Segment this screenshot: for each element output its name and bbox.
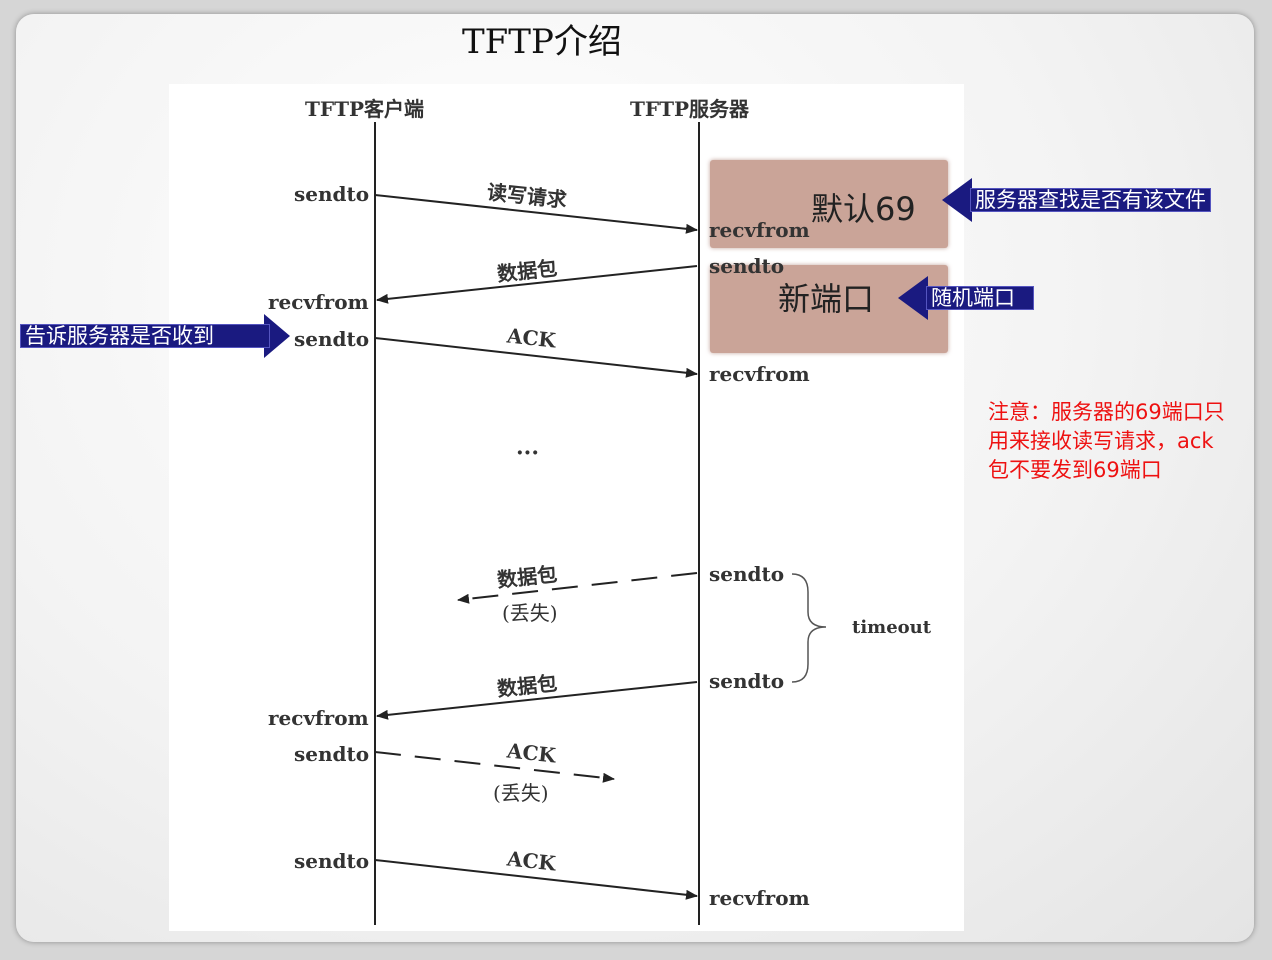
default-port-box <box>710 160 948 248</box>
random-port-callout: 随机端口 <box>926 286 1034 310</box>
default-port-text: 默认69 <box>811 190 916 228</box>
ellipsis: ··· <box>516 440 539 466</box>
ack-final-arrow <box>374 859 698 900</box>
server-sendto-label: sendto <box>709 254 785 278</box>
server-sendto-label: sendto <box>709 669 785 693</box>
client-recvfrom-label: recvfrom <box>268 706 369 730</box>
server-sendto-label: sendto <box>709 562 785 586</box>
client-sendto-label: sendto <box>294 182 370 206</box>
ack-lost-arrow <box>374 751 615 783</box>
server-header: TFTP服务器 <box>630 97 750 121</box>
server-check-callout: 服务器查找是否有该文件 <box>970 188 1211 212</box>
ack-label: ACK <box>505 323 557 353</box>
ack-label: ACK <box>505 846 557 876</box>
client-sendto-label: sendto <box>294 742 370 766</box>
client-sendto-label: sendto <box>294 327 370 351</box>
lost-label: (丢失) <box>502 601 558 625</box>
new-port-text: 新端口 <box>778 280 875 318</box>
timeout-brace <box>791 573 827 683</box>
server-check-arrow-icon <box>942 178 975 222</box>
ack-1-arrow <box>374 337 698 378</box>
client-sendto-label: sendto <box>294 849 370 873</box>
random-port-arrow-icon <box>898 276 931 320</box>
timeout-label: timeout <box>852 617 932 638</box>
data-packet-lost-arrow <box>457 572 698 604</box>
new-port-box <box>710 265 948 353</box>
data-packet-1-arrow <box>376 265 698 304</box>
rw-request-arrow <box>374 194 698 234</box>
ack-lost-label: ACK <box>505 738 557 768</box>
server-recvfrom-label: recvfrom <box>709 886 810 910</box>
lost-label: (丢失) <box>493 781 549 805</box>
slide-title: TFTP介绍 <box>462 22 622 62</box>
client-recvfrom-label: recvfrom <box>268 290 369 314</box>
note-text: 注意：服务器的69端口只用来接收读写请求，ack包不要发到69端口 <box>988 400 1225 482</box>
tell-server-callout: 告诉服务器是否收到 <box>20 324 270 348</box>
client-header: TFTP客户端 <box>305 97 425 121</box>
server-recvfrom-label: recvfrom <box>709 362 810 386</box>
server-recvfrom-label: recvfrom <box>709 218 810 242</box>
data-packet-2-arrow <box>376 681 698 720</box>
